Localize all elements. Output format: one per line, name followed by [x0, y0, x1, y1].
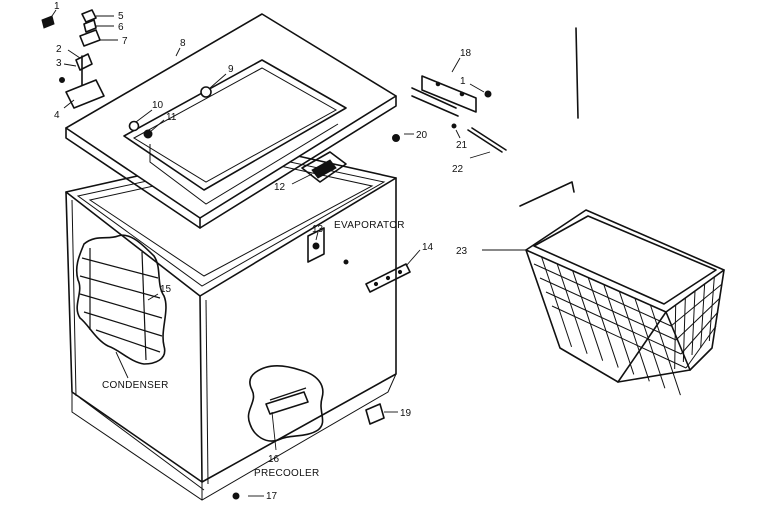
basket-wire-side — [682, 297, 686, 363]
callout-10: 10 — [152, 100, 164, 111]
callout-11: 11 — [166, 112, 177, 123]
basket-wire-side — [700, 283, 706, 349]
callout-21: 21 — [456, 140, 468, 151]
callout-23: 23 — [456, 246, 468, 257]
lid-frame — [65, 13, 397, 229]
callout-13: 13 — [312, 224, 324, 235]
basket-wire-horizontal — [545, 291, 682, 355]
precooler-label: PRECOOLER — [254, 468, 320, 479]
basket-wire-front — [556, 263, 588, 354]
callout-22: 22 — [452, 164, 464, 175]
callout-6: 6 — [118, 22, 124, 33]
callout-2: 2 — [56, 44, 62, 55]
hinge-assembly — [41, 9, 105, 109]
wire-basket — [519, 181, 725, 396]
callout-8: 8 — [180, 38, 186, 49]
callout-15: 15 — [160, 284, 172, 295]
callout-19: 19 — [400, 408, 412, 419]
basket-wire-front — [603, 284, 635, 375]
basket-wire-horizontal — [670, 283, 723, 327]
lid-hardware — [128, 86, 212, 139]
basket-wire-horizontal — [551, 305, 687, 369]
basket-wire-side — [674, 304, 677, 370]
basket-wire-front — [572, 270, 604, 361]
basket-wire-front — [541, 256, 573, 348]
condenser-cutaway — [75, 234, 167, 365]
corner-mark — [575, 27, 579, 119]
component-labels: EVAPORATOR CONDENSER PRECOOLER — [102, 220, 405, 479]
callout-3: 3 — [56, 58, 62, 69]
callout-17: 17 — [266, 491, 278, 502]
basket-wire-front — [634, 298, 666, 389]
callout-numbers: 1 5 6 7 2 3 4 8 9 10 11 12 13 14 15 16 1… — [54, 1, 472, 502]
freezer-cabinet — [65, 147, 397, 501]
basket-wire-horizontal — [685, 325, 717, 369]
interior-cup — [301, 151, 347, 183]
callout-1b: 1 — [460, 76, 466, 87]
precooler-cutaway — [247, 364, 324, 442]
basket-wire-front — [649, 304, 681, 396]
leveling-foot — [232, 403, 385, 500]
evaporator-bracket — [307, 227, 411, 293]
basket-wire-horizontal — [680, 311, 719, 355]
callout-9: 9 — [228, 64, 234, 75]
leader-lines — [51, 9, 526, 497]
basket-wire-horizontal — [539, 277, 677, 341]
basket-wire-side — [708, 276, 715, 342]
counterbalance-parts — [392, 75, 507, 153]
callout-12: 12 — [274, 182, 286, 193]
callout-14: 14 — [422, 242, 434, 253]
callout-20: 20 — [416, 130, 428, 141]
basket-wire-front — [587, 277, 619, 368]
condenser-label: CONDENSER — [102, 380, 169, 391]
callout-1: 1 — [54, 1, 60, 12]
callout-16: 16 — [268, 454, 280, 465]
basket-wire-horizontal — [533, 263, 672, 327]
callout-18: 18 — [460, 48, 472, 59]
basket-wire-front — [618, 291, 650, 382]
callout-7: 7 — [122, 36, 128, 47]
evaporator-label: EVAPORATOR — [334, 220, 405, 231]
callout-4: 4 — [54, 110, 60, 121]
callout-5: 5 — [118, 11, 124, 22]
basket-wire-horizontal — [675, 297, 721, 341]
